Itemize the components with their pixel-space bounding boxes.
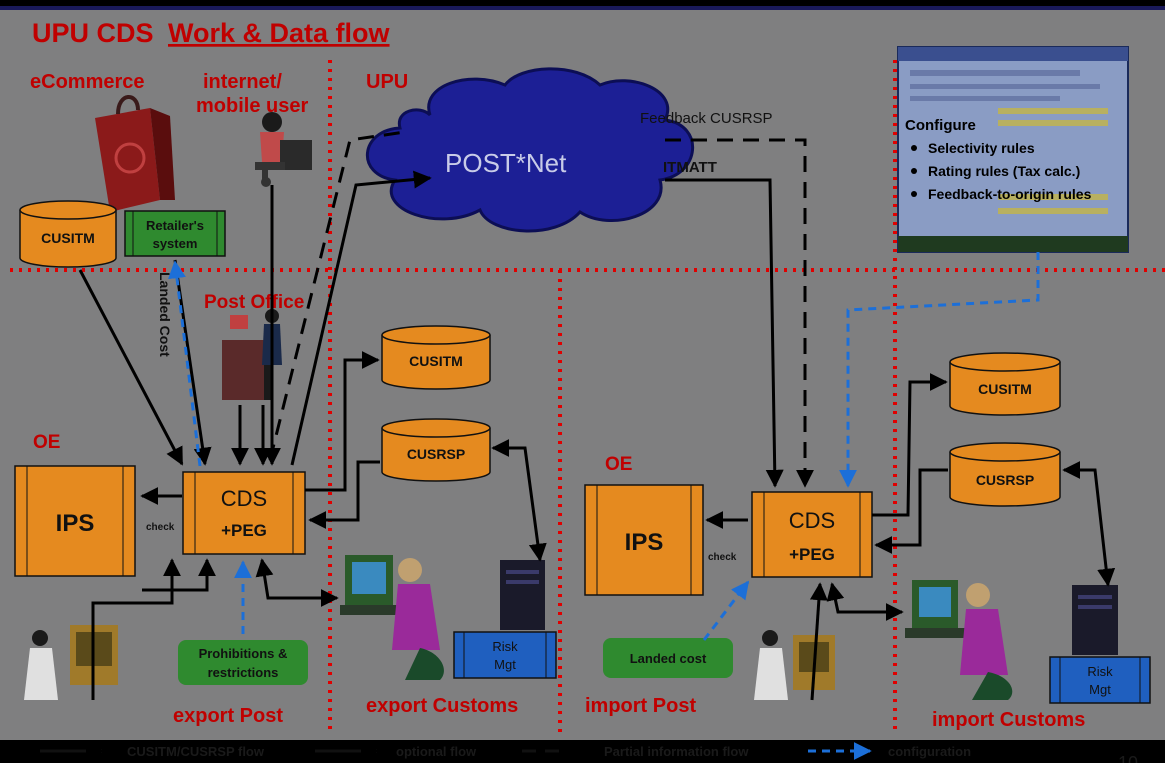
feedback-cusrsp-label: Feedback CUSRSP xyxy=(640,110,773,127)
server-export-icon xyxy=(500,560,545,630)
label-export-customs: export Customs xyxy=(366,695,518,717)
label-oe-left: OE xyxy=(33,432,60,453)
landed-cost-box: Landed cost xyxy=(603,638,733,678)
ips-left-box: IPS xyxy=(14,465,136,577)
db-export-cusitm-label: CUSITM xyxy=(409,353,463,369)
solid-flows xyxy=(78,170,1116,701)
label-export-post: export Post xyxy=(173,705,283,727)
cds-import-line2: +PEG xyxy=(789,545,835,564)
configure-item-2: Rating rules (Tax calc.) xyxy=(928,163,1080,179)
import-customs-officer-icon xyxy=(905,580,1013,700)
landed-cost-box-label: Landed cost xyxy=(630,651,707,666)
label-oe-right: OE xyxy=(605,454,632,475)
db-ecom-label: CUSITM xyxy=(41,230,95,246)
title-part1: UPU CDS xyxy=(32,18,154,48)
ips-right-box: IPS xyxy=(584,484,704,596)
label-import-post: import Post xyxy=(585,695,696,717)
prohibitions-line2: restrictions xyxy=(208,665,279,680)
legend-partial-flow: Partial information flow xyxy=(604,744,749,759)
label-ecommerce: eCommerce xyxy=(30,71,145,93)
risk-export-line1: Risk xyxy=(492,639,518,654)
db-import-cusitm-label: CUSITM xyxy=(978,381,1032,397)
landed-cost-vertical-label: Landed Cost xyxy=(157,272,173,357)
server-import-icon xyxy=(1072,585,1118,655)
db-import-cusrsp-label: CUSRSP xyxy=(976,472,1034,488)
check-right-label: check xyxy=(708,552,737,563)
configure-item-3: Feedback-to-origin rules xyxy=(928,186,1092,202)
page-number: 10 xyxy=(1118,753,1138,763)
db-export-cusitm: CUSITM xyxy=(381,325,491,390)
internet-user-icon xyxy=(255,112,312,187)
ips-right-label: IPS xyxy=(625,529,664,556)
label-post-office: Post Office xyxy=(204,292,304,313)
config-flows xyxy=(168,252,1040,641)
cds-import-line1: CDS xyxy=(789,508,835,533)
configure-screenshot: Configure Selectivity rules Rating rules… xyxy=(897,46,1129,253)
label-upu: UPU xyxy=(366,71,408,93)
check-left-label: check xyxy=(146,522,175,533)
cds-import-box: CDS +PEG xyxy=(751,491,873,578)
db-export-cusrsp-label: CUSRSP xyxy=(407,446,465,462)
db-ecom-cusitm: CUSITM xyxy=(19,200,117,268)
risk-import-line2: Mgt xyxy=(1089,682,1111,697)
db-import-cusitm: CUSITM xyxy=(949,352,1061,416)
partial-info-flow xyxy=(268,130,805,486)
risk-export-line2: Mgt xyxy=(494,657,516,672)
prohibitions-box: Prohibitions & restrictions xyxy=(178,640,308,685)
label-internet-user-1: internet/ xyxy=(203,71,282,93)
itmatt-label: ITMATT xyxy=(663,159,717,176)
legend-cusitm-cusrsp: CUSITM/CUSRSP flow xyxy=(127,744,265,759)
db-import-cusrsp: CUSRSP xyxy=(949,442,1061,507)
db-export-cusrsp: CUSRSP xyxy=(381,418,491,482)
cds-export-box: CDS +PEG xyxy=(182,471,306,555)
configure-heading: Configure xyxy=(905,117,976,134)
export-customs-officer-icon xyxy=(340,555,444,680)
retailer-line1: Retailer's xyxy=(146,218,204,233)
cds-export-line2: +PEG xyxy=(221,521,267,540)
post-office-clerk-icon xyxy=(222,309,282,400)
configure-item-1: Selectivity rules xyxy=(928,140,1035,156)
ips-left-label: IPS xyxy=(56,510,95,537)
risk-import-line1: Risk xyxy=(1087,664,1113,679)
cds-export-line1: CDS xyxy=(221,486,267,511)
retailer-line2: system xyxy=(153,236,198,251)
risk-mgt-import-box: Risk Mgt xyxy=(1049,656,1151,704)
import-post-operator-icon xyxy=(754,630,835,700)
label-import-customs: import Customs xyxy=(932,709,1085,731)
shopping-bag-icon xyxy=(95,95,175,212)
cloud-label: POST*Net xyxy=(445,148,567,178)
postnet-cloud: POST*Net xyxy=(366,67,694,233)
retailer-system-box: Retailer's system xyxy=(124,210,226,257)
risk-mgt-export-box: Risk Mgt xyxy=(453,631,557,679)
legend-optional-flow: optional flow xyxy=(396,744,477,759)
zone-boundaries xyxy=(10,60,1165,735)
legend: CUSITM/CUSRSP flow optional flow Partial… xyxy=(0,740,1165,763)
label-internet-user-2: mobile user xyxy=(196,95,308,117)
title-part2: Work & Data flow xyxy=(168,18,391,48)
legend-configuration: configuration xyxy=(888,744,971,759)
prohibitions-line1: Prohibitions & xyxy=(199,646,288,661)
